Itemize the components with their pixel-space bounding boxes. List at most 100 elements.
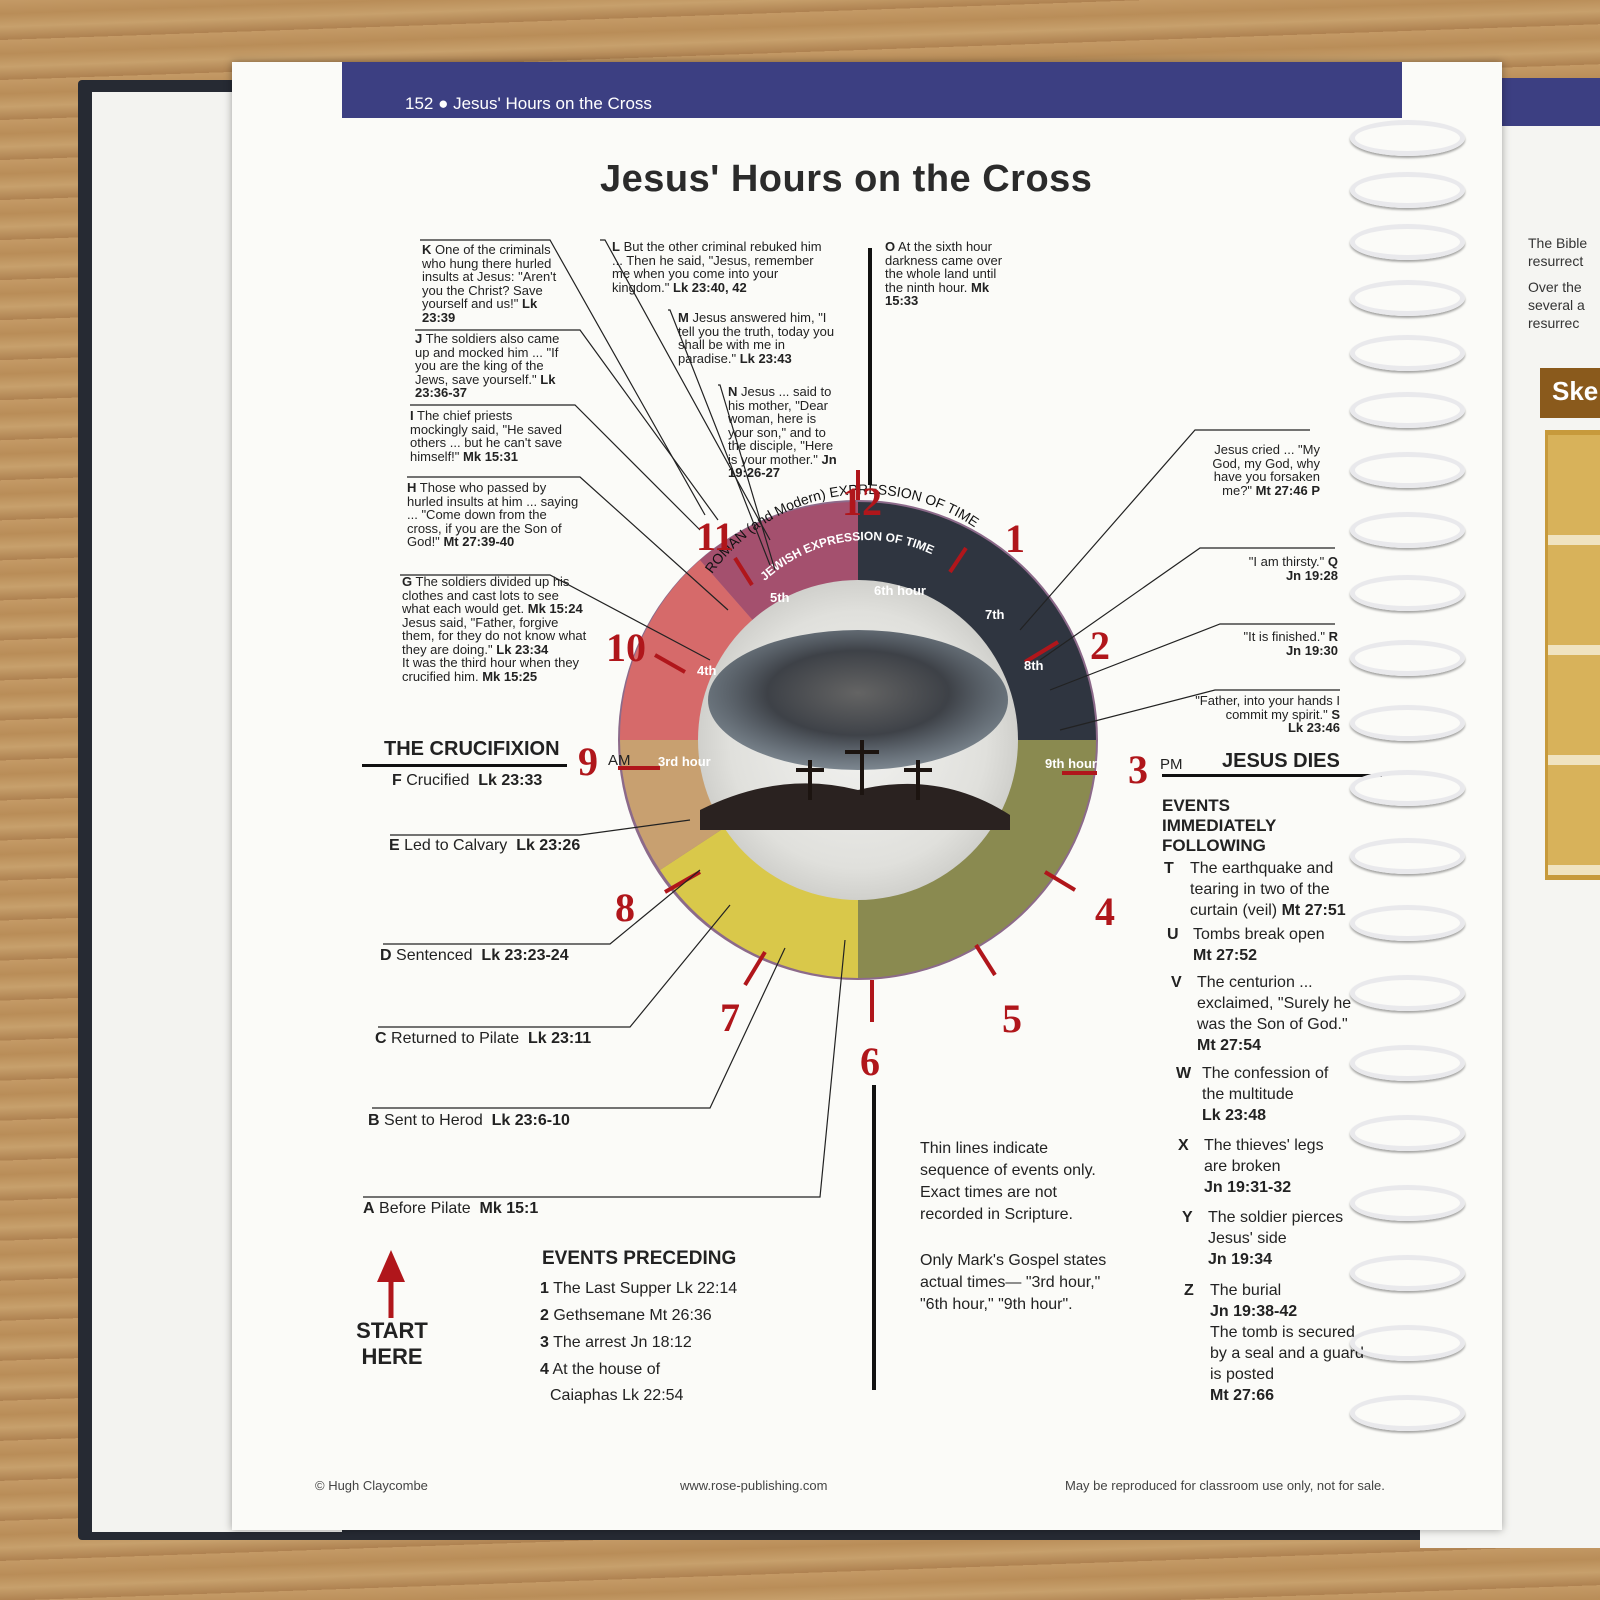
list-text: Returned to Pilate	[391, 1030, 520, 1047]
hour-ticks	[618, 470, 1097, 1022]
footer-copyright: © Hugh Claycombe	[315, 1478, 428, 1493]
page-header-bar	[342, 62, 1402, 118]
list-letter: D	[380, 947, 392, 964]
following-letter: W	[1176, 1065, 1192, 1082]
callout-text: Jesus said, "Father, forgive them, for t…	[402, 614, 587, 657]
following-ref: Jn 19:34	[1208, 1251, 1273, 1268]
spiral-coil	[1350, 280, 1465, 316]
following-text: The thieves' legs are broken	[1204, 1137, 1324, 1175]
spiral-coil	[1350, 392, 1465, 428]
preceding-text: The arrest	[553, 1334, 626, 1351]
callout-ref: Mt 27:39-40	[443, 534, 515, 549]
list-letter: F	[392, 772, 402, 789]
spiral-coil	[1350, 120, 1465, 156]
following-text: The earthquake and tearing in two of the…	[1190, 860, 1334, 919]
callout-letter: N	[728, 384, 738, 399]
next-page-text: Over the	[1528, 279, 1582, 295]
preceding-item-3: 3 The arrest Jn 18:12	[540, 1334, 692, 1352]
following-ref: Mt 27:52	[1193, 947, 1258, 964]
callout-text: The chief priests mockingly said, "He sa…	[410, 408, 563, 464]
following-ref: Mt 27:51	[1281, 902, 1346, 919]
list-item-c: C Returned to Pilate Lk 23:11	[375, 1030, 591, 1048]
spiral-coil	[1350, 1395, 1465, 1431]
following-letter: U	[1167, 926, 1179, 943]
preceding-text: Caiaphas	[550, 1387, 618, 1404]
callout-text: At the sixth hour darkness came over the…	[885, 239, 1003, 295]
hour-label-9th: 9th hour	[1045, 756, 1097, 771]
footer-rights: May be reproduced for classroom use only…	[1065, 1478, 1385, 1493]
list-text: Crucified	[406, 772, 470, 789]
note-sequence: Thin lines indicate sequence of events o…	[920, 1140, 1096, 1223]
list-letter: A	[363, 1200, 375, 1217]
clock-number-4: 4	[1095, 889, 1115, 934]
callout-letter: R	[1328, 629, 1338, 644]
preceding-item-4: 4 At the house of	[540, 1361, 660, 1379]
callout-p: Jesus cried ... "My God, my God, why hav…	[1192, 443, 1320, 497]
callout-ref: Mk 15:24	[527, 601, 583, 616]
callout-text: Those who passed by hurled insults at hi…	[407, 480, 579, 549]
callout-text: The soldiers divided up his clothes and …	[402, 574, 570, 616]
callout-text: "Father, into your hands I commit my spi…	[1195, 693, 1340, 722]
callout-g: G The soldiers divided up his clothes an…	[402, 575, 587, 683]
preceding-text: Gethsemane	[553, 1307, 645, 1324]
callout-letter: G	[402, 574, 413, 589]
callout-j: J The soldiers also came up and mocked h…	[415, 332, 575, 400]
spiral-coil	[1350, 1185, 1465, 1221]
three-crosses-icon	[796, 740, 932, 800]
callout-ref: Lk 23:36-37	[415, 371, 556, 400]
preceding-text: The Last Supper	[553, 1280, 672, 1297]
preceding-ref: Jn 18:12	[630, 1334, 692, 1351]
callout-ref: Lk 23:46	[1287, 720, 1340, 735]
callout-s: "Father, into your hands I commit my spi…	[1150, 694, 1340, 735]
callout-letter: S	[1331, 706, 1340, 722]
spiral-coil	[1350, 640, 1465, 676]
spiral-coil	[1350, 172, 1465, 208]
following-letter: X	[1178, 1137, 1189, 1154]
hour-label-3rd: 3rd hour	[658, 754, 711, 769]
spiral-coil	[1350, 838, 1465, 874]
callout-k: K One of the criminals who hung there hu…	[422, 243, 562, 324]
following-text: The centurion ... exclaimed, "Surely he …	[1197, 974, 1352, 1033]
preceding-number: 3	[540, 1334, 549, 1351]
callout-l: L But the other criminal rebuked him ...…	[612, 240, 834, 294]
crucifixion-heading: THE CRUCIFIXION	[384, 738, 560, 760]
spiral-coil	[1350, 1115, 1465, 1151]
next-page-box	[1540, 368, 1600, 418]
spiral-coil	[1350, 575, 1465, 611]
events-following-heading: EVENTS IMMEDIATELY FOLLOWING	[1162, 796, 1276, 855]
start-arrow-icon	[377, 1250, 405, 1318]
list-item-d: D Sentenced Lk 23:23-24	[380, 947, 569, 965]
list-ref: Lk 23:11	[527, 1030, 592, 1047]
events-preceding-heading: EVENTS PRECEDING	[542, 1248, 737, 1269]
clock-number-9: 9	[578, 739, 598, 784]
preceding-number: 4	[540, 1361, 549, 1378]
callout-text: "I am thirsty."	[1248, 554, 1325, 569]
clock-number-12: 12	[842, 479, 882, 524]
preceding-ref: Lk 22:14	[675, 1280, 738, 1297]
following-letter: V	[1171, 974, 1182, 991]
callout-h: H Those who passed by hurled insults at …	[407, 481, 582, 549]
following-text: The tomb is secured by a seal and a guar…	[1210, 1324, 1364, 1383]
pm-label: PM	[1160, 756, 1183, 773]
callout-text: "It is finished."	[1243, 629, 1325, 644]
callout-letter: H	[407, 480, 417, 495]
callout-letter: P	[1311, 482, 1320, 498]
hill-silhouette	[700, 783, 1010, 830]
following-ref: Mt 27:54	[1197, 1037, 1262, 1054]
leader-lines	[363, 239, 1340, 1198]
list-ref: Lk 23:33	[478, 772, 543, 789]
callout-text: Jesus ... said to his mother, "Dear woma…	[728, 384, 834, 467]
jesus-dies-bar	[1162, 774, 1382, 777]
clock-number-8: 8	[615, 885, 635, 930]
list-ref: Lk 23:23-24	[481, 947, 569, 964]
clock-number-5: 5	[1002, 996, 1022, 1041]
next-page-cells	[1548, 435, 1600, 875]
hour-label-4th: 4th	[697, 663, 717, 678]
hour-label-8th: 8th	[1024, 658, 1044, 673]
list-text: Sent to Herod	[384, 1112, 483, 1129]
